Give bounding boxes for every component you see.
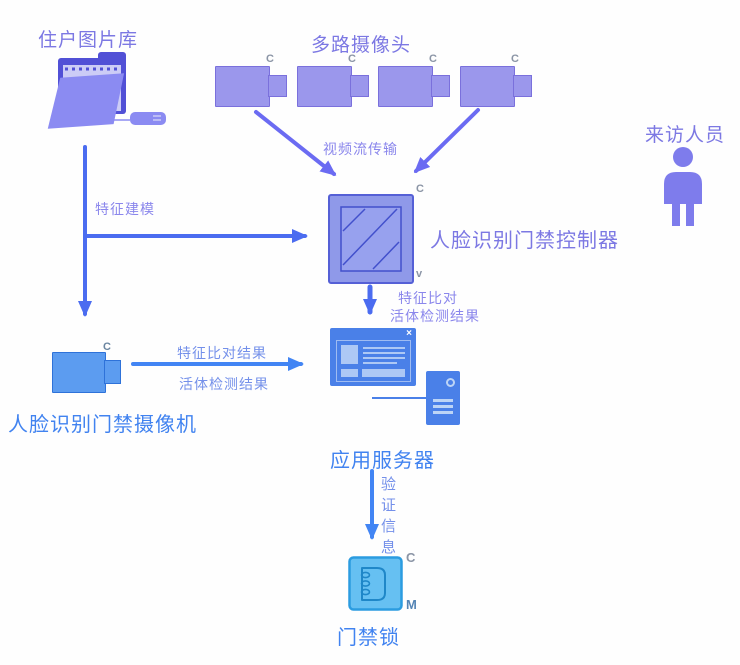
window-button-shape [341, 369, 358, 377]
arrow-camera-right-to-controller [413, 108, 480, 174]
window-button-shape [362, 369, 405, 377]
app-window-icon: × [330, 328, 416, 386]
camera-body [215, 66, 270, 107]
window-close-icon: × [406, 328, 412, 339]
tower-vent [433, 411, 453, 414]
door-camera-body [52, 352, 106, 393]
feature-compare-result-label: 特征比对结果 [177, 345, 267, 361]
server-tower-icon [426, 371, 460, 425]
camera-icon: C [460, 53, 532, 107]
door-camera-lens [104, 360, 121, 384]
camera-lens [431, 75, 450, 97]
camera-body [297, 66, 352, 107]
person-icon [664, 147, 702, 226]
camera-icon: C [215, 53, 287, 107]
camera-port-label: C [429, 53, 437, 65]
feature-modeling-label: 特征建模 [95, 201, 155, 217]
visitor-label: 来访人员 [645, 125, 726, 146]
window-text-line [363, 347, 405, 349]
door-camera-port-label: C [103, 341, 111, 353]
door-lock-icon [348, 556, 403, 611]
library-label: 住户图片库 [38, 30, 139, 51]
lock-port-bottom-label: M [406, 597, 417, 612]
controller-port-top-label: C [416, 183, 424, 195]
window-text-line [363, 362, 397, 364]
app-server-label: 应用服务器 [330, 450, 435, 472]
tower-vent [433, 399, 453, 402]
camera-body [378, 66, 433, 107]
camera-port-label: C [348, 53, 356, 65]
liveness-result-2-label: 活体检测结果 [179, 376, 269, 392]
camera-lens [350, 75, 369, 97]
camera-icon: C [297, 53, 369, 107]
controller-label: 人脸识别门禁控制器 [430, 230, 619, 252]
controller-icon [328, 194, 414, 284]
door-camera-icon: C [52, 340, 124, 393]
camera-port-label: C [266, 53, 274, 65]
arrow-camera-left-to-controller [254, 110, 337, 176]
multi-camera-label: 多路摄像头 [311, 35, 412, 56]
door-camera-label: 人脸识别门禁摄像机 [8, 414, 197, 436]
camera-lens [268, 75, 287, 97]
controller-port-bottom-label: v [416, 268, 423, 280]
verification-info-label: 验证信息 [381, 476, 397, 556]
window-text-line [363, 352, 405, 354]
door-lock-label: 门禁锁 [337, 627, 400, 649]
lock-port-top-label: C [406, 550, 416, 565]
tower-vent [433, 405, 453, 408]
feature-compare-label: 特征比对 [398, 290, 458, 306]
window-image-placeholder [341, 345, 358, 364]
power-button-icon [446, 378, 455, 387]
camera-lens [513, 75, 532, 97]
server-cable [372, 397, 428, 399]
camera-port-label: C [511, 53, 519, 65]
folder-icon [47, 52, 166, 129]
window-frame [336, 340, 411, 382]
video-stream-label: 视频流传输 [323, 141, 398, 157]
window-text-line [363, 357, 405, 359]
liveness-result-label: 活体检测结果 [390, 308, 480, 324]
camera-body [460, 66, 515, 107]
camera-icon: C [378, 53, 450, 107]
